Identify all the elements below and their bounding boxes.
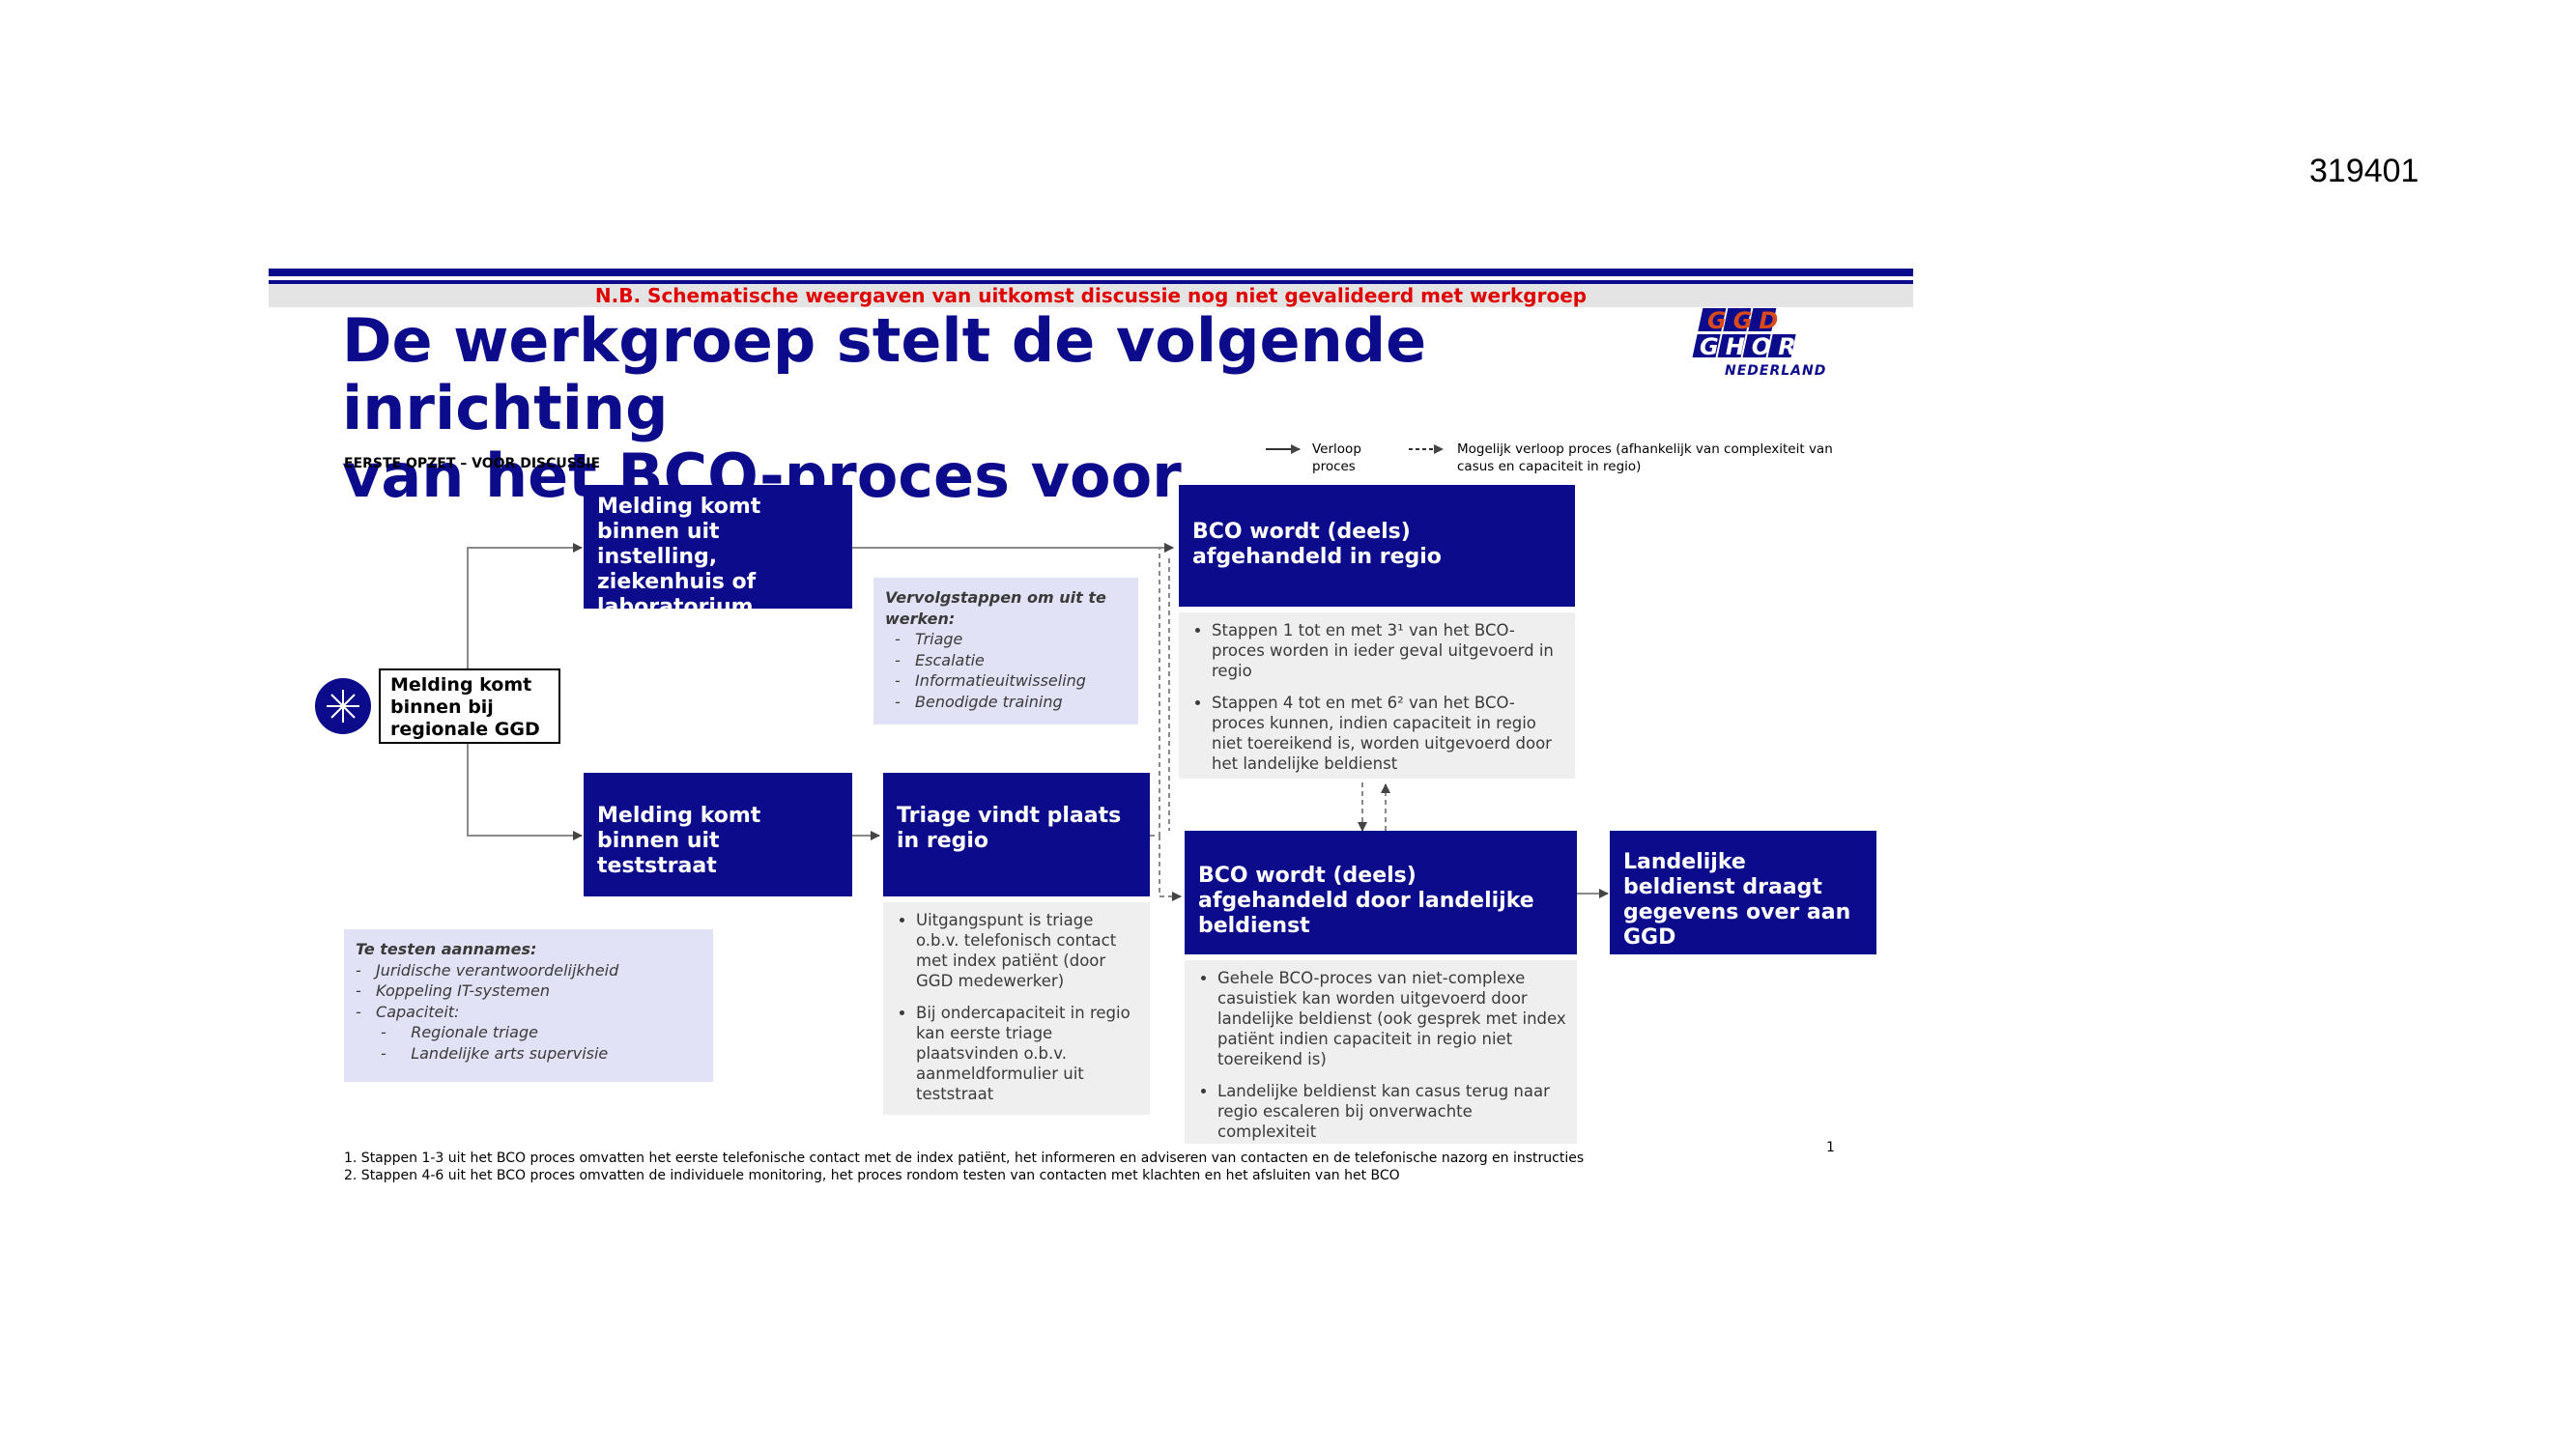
page-number: 1 [1826,1140,1835,1155]
note-triage-2: Bij ondercapaciteit in regio kan eerste … [916,1003,1140,1104]
slide-subtitle: EERSTE OPZET – VOOR DISCUSSIE [344,456,601,471]
disclaimer-banner: N.B. Schematische weergaven van uitkomst… [269,284,1913,307]
vervolgstappen-box: Vervolgstappen om uit te werken: - Triag… [873,578,1138,724]
footnote-2: 2. Stappen 4-6 uit het BCO proces omvatt… [344,1168,1400,1183]
ggd-ghor-logo: GGD GHOR NEDERLAND [1686,305,1831,383]
box-bco-regio: BCO wordt (deels) afgehandeld in regio [1179,485,1575,607]
note-bco-regio-2: Stappen 4 tot en met 6² van het BCO-proc… [1212,693,1565,774]
legend-solid-label-2: proces [1312,459,1356,474]
arrow-start-to-teststraat [467,698,583,840]
aannames-heading: Te testen aannames: [356,940,537,958]
legend-dashed-label-2: casus en capaciteit in regio) [1457,459,1642,474]
vervolgstappen-heading: Vervolgstappen om uit te werken: [885,588,1106,628]
document-id: 319401 [2309,153,2419,189]
notes-bco-landelijk: Gehele BCO-proces van niet-complexe casu… [1185,960,1577,1144]
box-melding-teststraat: Melding komt binnen uit teststraat [584,773,852,896]
aannames-item: - Capaciteit: [356,1002,460,1021]
legend-dashed-label-1: Mogelijk verloop proces (afhankelijk van… [1457,441,1833,457]
box-melding-instelling: Melding komt binnen uit instelling, ziek… [584,485,852,619]
legend-dashed-text: Mogelijk verloop proces (afhankelijk van… [1457,440,1833,475]
box-triage-regio: Triage vindt plaats in regio [883,773,1150,896]
aannames-item: - Koppeling IT-systemen [356,981,550,1000]
notes-bco-regio: Stappen 1 tot en met 3¹ van het BCO-proc… [1179,612,1575,779]
vervolgstappen-item: - Escalatie [895,650,985,669]
vervolgstappen-item: - Benodigde training [895,692,1063,711]
note-landelijk-2: Landelijke beldienst kan casus terug naa… [1217,1081,1567,1142]
aannames-subitem: - Regionale triage [381,1023,538,1041]
header-rule [269,269,1913,276]
logo-text-nederland: NEDERLAND [1725,363,1826,379]
legend-solid-label-1: Verloop [1312,441,1361,457]
note-bco-regio-1: Stappen 1 tot en met 3¹ van het BCO-proc… [1212,620,1565,681]
note-landelijk-1: Gehele BCO-proces van niet-complexe casu… [1217,968,1567,1069]
vervolgstappen-item: - Informatieuitwisseling [895,671,1086,690]
arrow-triage-to-bco-regio [1150,543,1174,837]
arrow-triage-to-bco-landelijk [1159,836,1182,901]
asterisk-icon [315,678,371,734]
header-rule-thin [269,280,1913,284]
slide-title-line-1: De werkgroep stelt de volgende inrichtin… [342,305,1427,443]
aannames-subitem: - Landelijke arts supervisie [381,1043,609,1063]
start-node: Melding komt binnen bij regionale GGD [379,668,560,744]
footnote-1: 1. Stappen 1-3 uit het BCO proces omvatt… [344,1151,1585,1166]
aannames-box: Te testen aannames: - Juridische verantw… [344,929,713,1082]
legend-solid-text: Verloop proces [1312,440,1361,475]
logo-text-ggd: GGD [1707,307,1785,334]
box-bco-landelijk: BCO wordt (deels) afgehandeld door lande… [1185,831,1577,954]
box-landelijke-ggd: Landelijke beldienst draagt gegevens ove… [1610,831,1876,954]
notes-triage: Uitgangspunt is triage o.b.v. telefonisc… [883,902,1150,1115]
vervolgstappen-item: - Triage [895,630,963,648]
note-triage-1: Uitgangspunt is triage o.b.v. telefonisc… [916,910,1140,991]
arrow-start-to-instelling [467,543,583,698]
aannames-item: - Juridische verantwoordelijkheid [356,960,619,980]
logo-text-ghor: GHOR [1700,333,1803,360]
